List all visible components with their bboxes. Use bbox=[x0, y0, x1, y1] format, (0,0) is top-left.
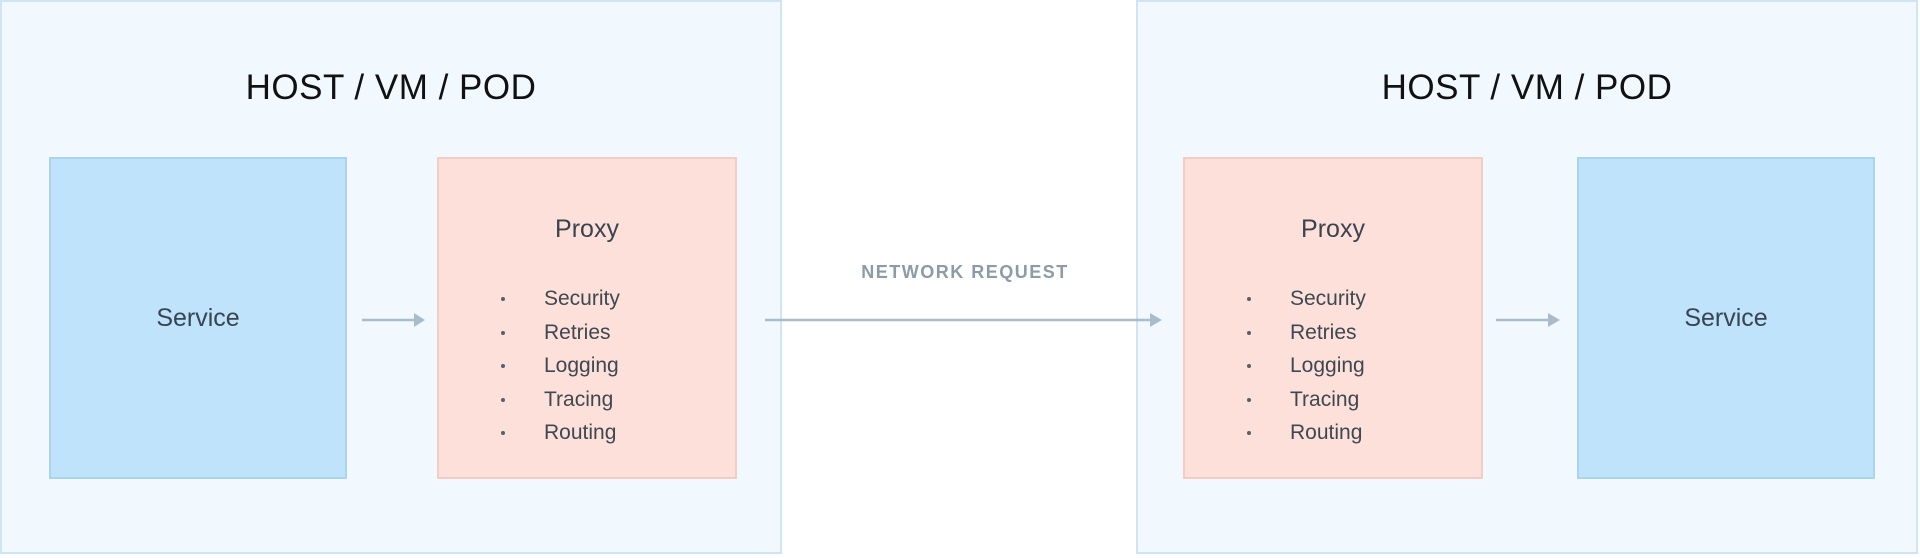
proxy-feature-item: Security bbox=[1240, 282, 1366, 316]
network-request-label: NETWORK REQUEST bbox=[861, 262, 1069, 282]
service-label: Service bbox=[1684, 303, 1768, 332]
proxy-feature-item: Routing bbox=[1240, 416, 1366, 450]
proxy-feature-item: Retries bbox=[1240, 316, 1366, 350]
proxy-box-left: Proxy Security Retries Logging Tracing R… bbox=[437, 157, 737, 479]
proxy-feature-item: Logging bbox=[494, 349, 620, 383]
arrow-network-request bbox=[765, 313, 1162, 327]
service-box-left: Service bbox=[49, 157, 347, 479]
proxy-feature-item: Security bbox=[494, 282, 620, 316]
proxy-title: Proxy bbox=[1301, 215, 1365, 243]
service-label: Service bbox=[156, 303, 240, 332]
proxy-feature-item: Routing bbox=[494, 416, 620, 450]
proxy-feature-item: Retries bbox=[494, 316, 620, 350]
proxy-box-right: Proxy Security Retries Logging Tracing R… bbox=[1183, 157, 1483, 479]
arrow-proxy-to-service-right bbox=[1496, 313, 1560, 327]
service-box-right: Service bbox=[1577, 157, 1875, 479]
arrow-service-to-proxy-left bbox=[362, 313, 425, 327]
proxy-feature-item: Logging bbox=[1240, 349, 1366, 383]
proxy-title: Proxy bbox=[555, 215, 619, 243]
host-title: HOST / VM / POD bbox=[1381, 68, 1673, 107]
host-title: HOST / VM / POD bbox=[245, 68, 537, 107]
proxy-feature-list: Security Retries Logging Tracing Routing bbox=[1240, 282, 1366, 450]
proxy-feature-item: Tracing bbox=[1240, 383, 1366, 417]
proxy-feature-item: Tracing bbox=[494, 383, 620, 417]
proxy-feature-list: Security Retries Logging Tracing Routing bbox=[494, 282, 620, 450]
